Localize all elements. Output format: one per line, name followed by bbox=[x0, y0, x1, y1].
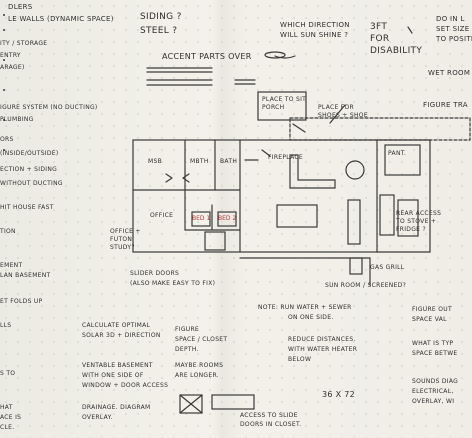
left-note: S TO bbox=[0, 370, 16, 377]
plan-rear-access: TO STOVE + bbox=[396, 218, 437, 225]
note-steel: STEEL ? bbox=[140, 26, 178, 36]
left-note: ACE IS bbox=[0, 414, 22, 421]
plan-mbth: MBTH bbox=[190, 158, 209, 165]
note-run-water: ON ONE SIDE. bbox=[288, 314, 334, 321]
note-figure-space: DEPTH. bbox=[175, 346, 199, 353]
left-note: (INSIDE/OUTSIDE) bbox=[0, 150, 59, 157]
plan-office: OFFICE bbox=[150, 212, 174, 219]
note-reduce: WITH WATER HEATER bbox=[288, 346, 358, 353]
note-figure-out: SPACE VAL bbox=[412, 316, 447, 323]
note-accent: ACCENT PARTS OVER bbox=[162, 52, 252, 61]
note-figure-tr: FIGURE TRA bbox=[423, 101, 468, 109]
note-reduce: BELOW bbox=[288, 356, 312, 363]
note-calc: CALCULATE OPTIMAL bbox=[82, 322, 151, 329]
plan-porch: PORCH bbox=[262, 104, 285, 111]
note-sounds: ELECTRICAL, bbox=[412, 388, 454, 395]
note-figure-space: FIGURE bbox=[175, 326, 200, 333]
left-note: CLE. bbox=[0, 424, 15, 431]
note-access: ACCESS TO SLIDE bbox=[240, 412, 298, 419]
note-for: FOR bbox=[370, 34, 390, 44]
left-note: ET FOLDS UP bbox=[0, 298, 43, 305]
note-left: LE WALLS (DYNAMIC SPACE) bbox=[8, 15, 114, 23]
left-note: WITHOUT DUCTING bbox=[0, 180, 63, 187]
note-direction: WHICH DIRECTION bbox=[280, 21, 350, 29]
note-right-1: DO IN L bbox=[436, 15, 465, 23]
note-direction2: WILL SUN SHINE ? bbox=[280, 31, 349, 39]
plan-msb: MSB bbox=[148, 158, 163, 165]
note-sounds: OVERLAY, WI bbox=[412, 398, 455, 405]
left-note: HIT HOUSE FAST bbox=[0, 204, 54, 211]
note-drainage: OVERLAY. bbox=[82, 414, 113, 421]
note-ventable: WINDOW + DOOR ACCESS bbox=[82, 382, 169, 389]
plan-rear-access: FRIDGE ? bbox=[396, 226, 426, 233]
note-siding: SIDING ? bbox=[140, 12, 182, 22]
note-slider: SLIDER DOORS bbox=[130, 270, 180, 277]
plan-office-futon: OFFICE + bbox=[110, 228, 141, 235]
plan-shoe: SHOES + SHOE bbox=[318, 112, 368, 119]
note-right-2: SET SIZE bbox=[436, 25, 470, 33]
note-maybe: MAYBE ROOMS bbox=[175, 362, 224, 369]
plan-fireplace: FIREPLACE bbox=[268, 154, 303, 161]
left-note: TION bbox=[0, 228, 16, 235]
left-note: EMENT bbox=[0, 262, 23, 269]
note-maybe: ARE LONGER. bbox=[175, 372, 219, 379]
left-note: ARAGE) bbox=[0, 64, 25, 71]
porch-box bbox=[257, 91, 307, 121]
left-note: ORS bbox=[0, 136, 14, 143]
note-disability: DISABILITY bbox=[370, 46, 423, 56]
plan-porch: PLACE TO SIT bbox=[262, 96, 307, 103]
note-ventable: VENTABLE BASEMENT bbox=[82, 362, 153, 369]
note-slider: (ALSO MAKE EASY TO FIX) bbox=[130, 280, 216, 287]
note-figure-space: SPACE / CLOSET bbox=[175, 336, 228, 343]
note-access: DOORS IN CLOSET. bbox=[240, 421, 302, 428]
left-note: IGURE SYSTEM (NO DUCTING) bbox=[0, 104, 98, 111]
note-reduce: REDUCE DISTANCES. bbox=[288, 336, 356, 343]
plan-office-futon: STUDY? bbox=[110, 244, 135, 251]
stair-hatch-box bbox=[179, 394, 203, 414]
plan-office-futon: FUTON bbox=[110, 236, 133, 243]
note-ventable: WITH ONE SIDE OF bbox=[82, 372, 144, 379]
plan-shoe: PLACE FOR bbox=[318, 104, 355, 111]
note-right-3: TO POSITIO bbox=[436, 35, 472, 43]
left-note: ITY / STORAGE bbox=[0, 40, 48, 47]
svg-text:BED 1: BED 1 bbox=[192, 215, 210, 222]
plan-sunroom: SUN ROOM / SCREENED? bbox=[325, 282, 407, 289]
left-note: LAN BASEMENT bbox=[0, 272, 51, 279]
left-note: PLUMBING bbox=[0, 116, 34, 123]
dining-table bbox=[345, 160, 365, 180]
left-note: ECTION + SIDING bbox=[0, 166, 58, 173]
pocket-door-icon bbox=[211, 394, 255, 410]
plan-pantry: PANT. bbox=[388, 150, 407, 157]
note-sounds: SOUNDS DIAG bbox=[412, 378, 459, 385]
note-3ft: 3FT bbox=[370, 22, 388, 32]
note-dimensions: 36 X 72 bbox=[322, 390, 356, 399]
kitchen-island bbox=[347, 199, 361, 245]
note-what-type: SPACE BETWE bbox=[412, 350, 458, 357]
note-what-type: WHAT IS TYP bbox=[412, 340, 454, 347]
left-note: HAT bbox=[0, 404, 13, 411]
note-run-water: NOTE: RUN WATER + SEWER bbox=[258, 304, 352, 311]
note-left-top: DLERS bbox=[8, 3, 33, 11]
note-wet-room: WET ROOM bbox=[428, 69, 471, 77]
deck-area bbox=[289, 117, 471, 141]
plan-bath: BATH bbox=[220, 158, 238, 165]
plan-gas-grill: GAS GRILL bbox=[370, 264, 405, 271]
note-calc: SOLAR 3D + DIRECTION bbox=[82, 332, 161, 339]
note-figure-out: FIGURE OUT bbox=[412, 306, 452, 313]
floor-plan-outline bbox=[132, 139, 378, 253]
note-drainage: DRAINAGE. DIAGRAM bbox=[82, 404, 151, 411]
left-note: ENTRY bbox=[0, 52, 21, 59]
svg-text:BED 2: BED 2 bbox=[218, 215, 236, 222]
left-note: LLS bbox=[0, 322, 12, 329]
plan-rear-access: REAR ACCESS bbox=[396, 210, 442, 217]
sofa bbox=[276, 204, 318, 228]
